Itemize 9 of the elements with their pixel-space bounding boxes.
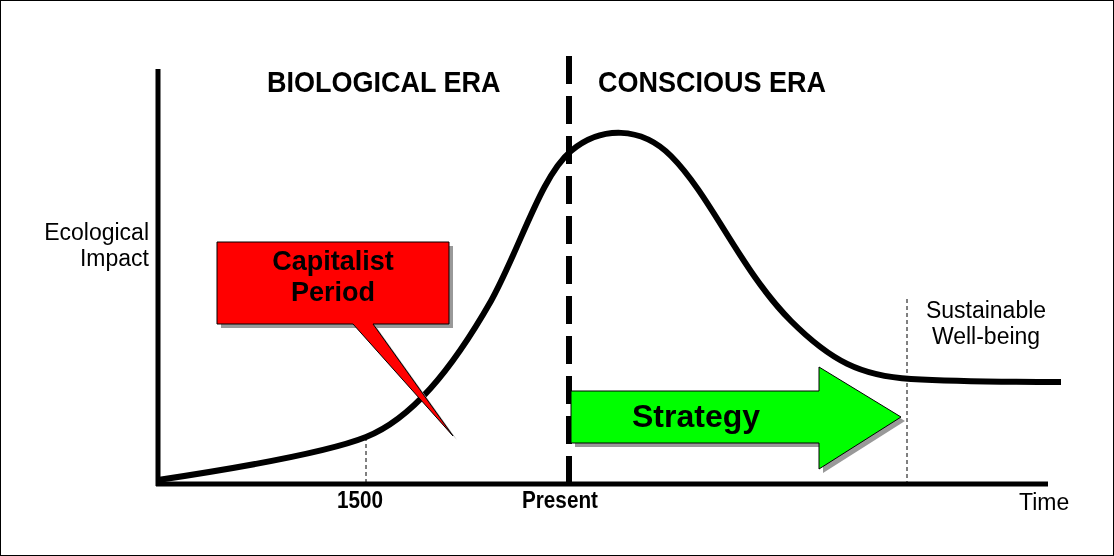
axis-tick-label: Present	[522, 487, 598, 514]
era-heading: BIOLOGICAL ERA	[267, 65, 501, 100]
axis-tick-label: 1500	[337, 487, 384, 514]
axis-title: Time	[1019, 489, 1070, 516]
era-heading: CONSCIOUS ERA	[598, 65, 826, 100]
curve-label: Sustainable Well-being	[924, 297, 1048, 350]
shape-label: Capitalist Period	[271, 246, 395, 309]
axis-title: Ecological Impact	[43, 219, 149, 272]
shape-label: Strategy	[630, 398, 761, 435]
